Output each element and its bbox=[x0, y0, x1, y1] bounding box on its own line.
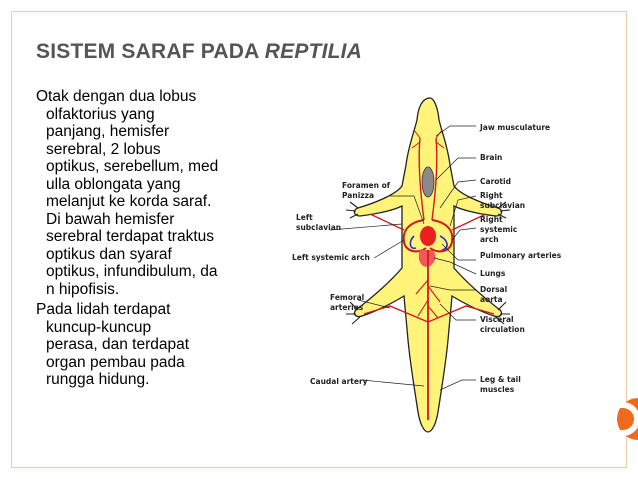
subclavian-arteries bbox=[369, 213, 487, 231]
label-right-systemic-line3: arch bbox=[480, 235, 499, 244]
slide-border bbox=[11, 11, 627, 468]
label-carotid: Carotid bbox=[480, 177, 511, 186]
label-caudal-artery: Caudal artery bbox=[310, 377, 368, 386]
label-dorsal-aorta-line1: Dorsal bbox=[480, 285, 507, 294]
title-italic-text: REPTILIA bbox=[264, 40, 363, 63]
label-femoral-line2: arteries bbox=[330, 303, 364, 312]
paragraph-taste-smell: Pada lidah terdapat kuncup-kuncup perasa… bbox=[36, 301, 190, 388]
systemic-arches bbox=[402, 219, 454, 253]
label-femoral-line1: Femoral bbox=[330, 293, 364, 302]
reptile-circulation-diagram: Jaw musculature Brain Carotid Right subc… bbox=[292, 97, 562, 433]
label-pulmonary-arteries: Pulmonary arteries bbox=[480, 251, 562, 260]
visceral-branches bbox=[415, 279, 441, 319]
slide-title: SISTEM SARAF PADA REPTILIA bbox=[36, 40, 362, 64]
label-right-subclavian-line2: subclavian bbox=[480, 201, 525, 210]
pulmonary-vessels bbox=[409, 235, 448, 251]
right-front-foot bbox=[497, 201, 511, 219]
left-hind-foot bbox=[346, 301, 361, 325]
right-hind-foot bbox=[495, 301, 510, 325]
label-lungs: Lungs bbox=[480, 269, 506, 278]
label-leg-tail-line1: Leg & tail bbox=[480, 375, 521, 384]
label-brain: Brain bbox=[480, 153, 502, 162]
label-dorsal-aorta-line2: aorta bbox=[480, 295, 503, 304]
left-front-foot bbox=[345, 201, 359, 219]
paragraph-nervous-system: Otak dengan dua lobus olfaktorius yang p… bbox=[36, 88, 219, 298]
label-right-systemic-line1: Right bbox=[480, 215, 503, 224]
decorative-orange-ring bbox=[620, 402, 638, 436]
label-foramen-line1: Foramen of bbox=[342, 181, 391, 190]
heart-shape bbox=[420, 226, 436, 246]
label-right-systemic-line2: systemic bbox=[480, 225, 517, 234]
slide-body-text: Otak dengan dua lobus olfaktorius yang p… bbox=[36, 88, 281, 389]
label-left-systemic-arch: Left systemic arch bbox=[292, 253, 370, 262]
label-visceral-line1: Visceral bbox=[480, 315, 514, 324]
label-right-subclavian-line1: Right bbox=[480, 191, 503, 200]
label-left-subclavian-line1: Left bbox=[296, 213, 313, 222]
jaw-arteries bbox=[411, 129, 445, 149]
label-pointers bbox=[329, 125, 477, 391]
label-jaw-musculature: Jaw musculature bbox=[479, 123, 550, 132]
label-left-subclavian-line2: subclavian bbox=[296, 223, 341, 232]
label-foramen-line2: Panizza bbox=[342, 191, 374, 200]
femoral-arteries bbox=[363, 305, 495, 323]
carotid-artery bbox=[418, 137, 438, 221]
label-leg-tail-line2: muscles bbox=[480, 385, 515, 394]
label-visceral-line2: circulation bbox=[480, 325, 525, 334]
title-text: SISTEM SARAF PADA bbox=[36, 40, 265, 63]
brain-shape bbox=[421, 166, 435, 198]
